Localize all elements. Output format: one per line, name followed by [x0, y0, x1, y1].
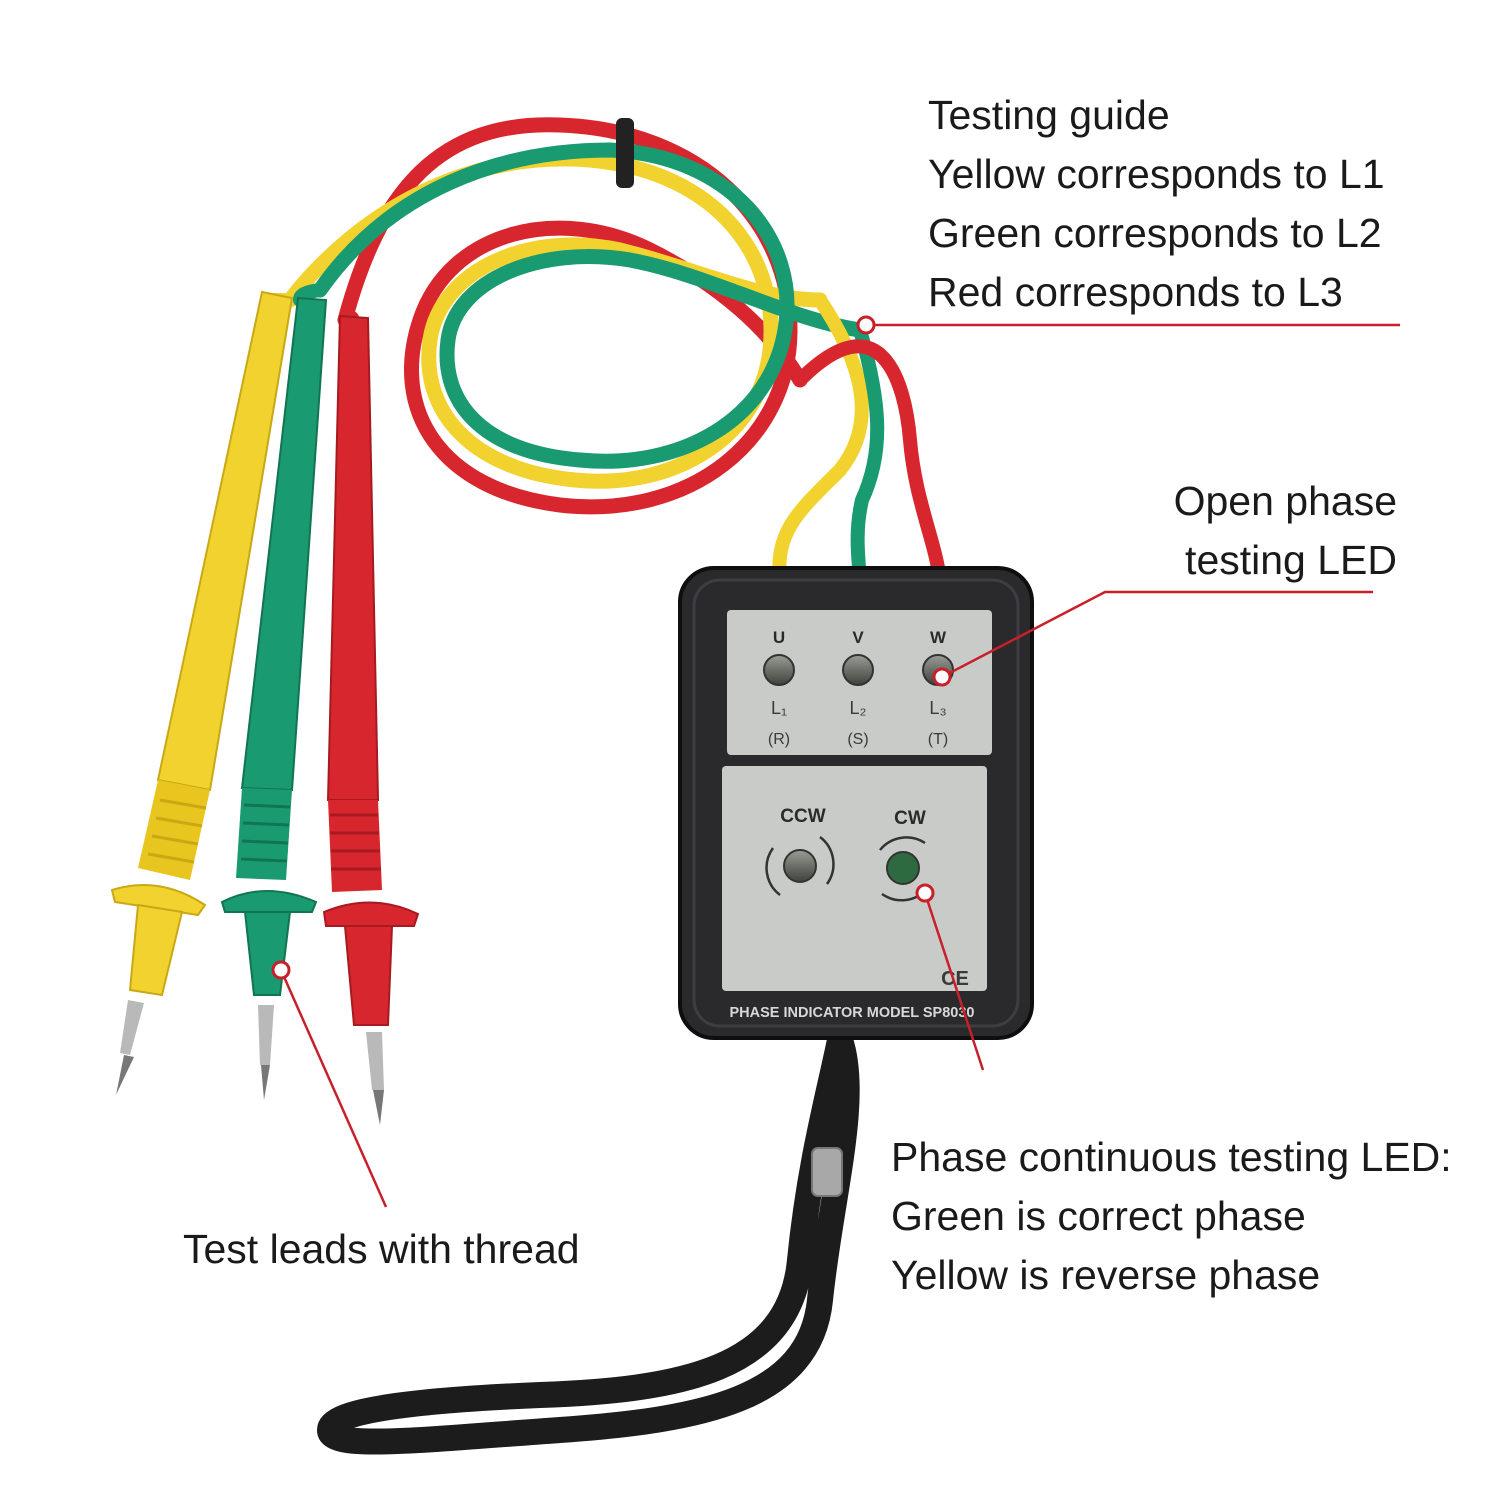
green-cable-coil [312, 142, 868, 469]
testing-guide-title: Testing guide [928, 92, 1170, 138]
cw-label: CW [894, 808, 926, 829]
phase-led-sublabel: (T) [928, 731, 948, 748]
coiled-cables [282, 117, 868, 515]
ccw-led [765, 836, 835, 896]
cable-tie [616, 118, 634, 188]
pointer-test-leads [279, 969, 388, 1208]
phase-continuous-line-3: Yellow is reverse phase [891, 1252, 1321, 1298]
phase-led-2: V L₂ (S) [842, 628, 874, 748]
model-plate: PHASE INDICATOR MODEL SP8030 [730, 1005, 975, 1021]
phase-led-label: L₂ [850, 698, 867, 718]
green-probe [220, 296, 328, 1100]
testing-guide-line-3: Red corresponds to L3 [928, 269, 1343, 315]
lanyard-clip [811, 1147, 843, 1197]
device-cables [772, 293, 947, 587]
phase-indicator-device: U L₁ (R) V L₂ (S) W L₃ (T) CCW CW CE PHASE INDIC… [678, 566, 1034, 1040]
phase-led-letter: V [852, 628, 864, 647]
cw-arrow-icon [879, 836, 926, 851]
phase-led-letter: W [930, 628, 947, 647]
red-cable-to-device [793, 339, 947, 587]
ccw-label: CCW [780, 806, 825, 827]
yellow-probe [110, 290, 294, 1095]
testing-guide-callout: Testing guide Yellow corresponds to L1 G… [928, 86, 1385, 322]
rotation-panel [722, 766, 987, 991]
open-phase-callout: Open phase testing LED [1100, 472, 1397, 590]
red-probe [322, 314, 420, 1125]
phase-led-lamp [842, 654, 874, 686]
test-leads-callout: Test leads with thread [183, 1220, 580, 1279]
phase-led-sublabel: (R) [768, 731, 790, 748]
phase-continuous-line-1: Phase continuous testing LED: [891, 1134, 1452, 1180]
pointer-continuous [923, 892, 985, 1071]
callout-pointers [271, 315, 1400, 1208]
testing-guide-line-1: Yellow corresponds to L1 [928, 151, 1385, 197]
phase-continuous-callout: Phase continuous testing LED: Green is c… [891, 1128, 1452, 1305]
phase-led-group: U L₁ (R) V L₂ (S) W L₃ (T) [763, 628, 954, 748]
phase-led-letter: U [773, 628, 785, 647]
phase-continuous-line-2: Green is correct phase [891, 1193, 1306, 1239]
phase-led-sublabel: (S) [847, 731, 868, 748]
red-cable-coil [337, 117, 808, 515]
open-phase-line-2: testing LED [1185, 537, 1397, 583]
yellow-cable-coil [282, 151, 828, 489]
phase-led-label: L₃ [929, 698, 946, 718]
testing-guide-line-2: Green corresponds to L2 [928, 210, 1382, 256]
cw-led [879, 836, 927, 902]
phase-led-lamp [763, 654, 795, 686]
phase-led-label: L₁ [771, 698, 787, 718]
ce-mark: CE [941, 968, 969, 990]
phase-led-1: U L₁ (R) [763, 628, 795, 748]
open-phase-line-1: Open phase [1173, 478, 1397, 524]
test-leads-line-1: Test leads with thread [183, 1226, 580, 1272]
ccw-arrow-icon [765, 847, 781, 896]
pointer-open-phase [941, 590, 1373, 679]
green-cable-to-device [850, 323, 885, 587]
lanyard-strap [316, 1027, 860, 1455]
